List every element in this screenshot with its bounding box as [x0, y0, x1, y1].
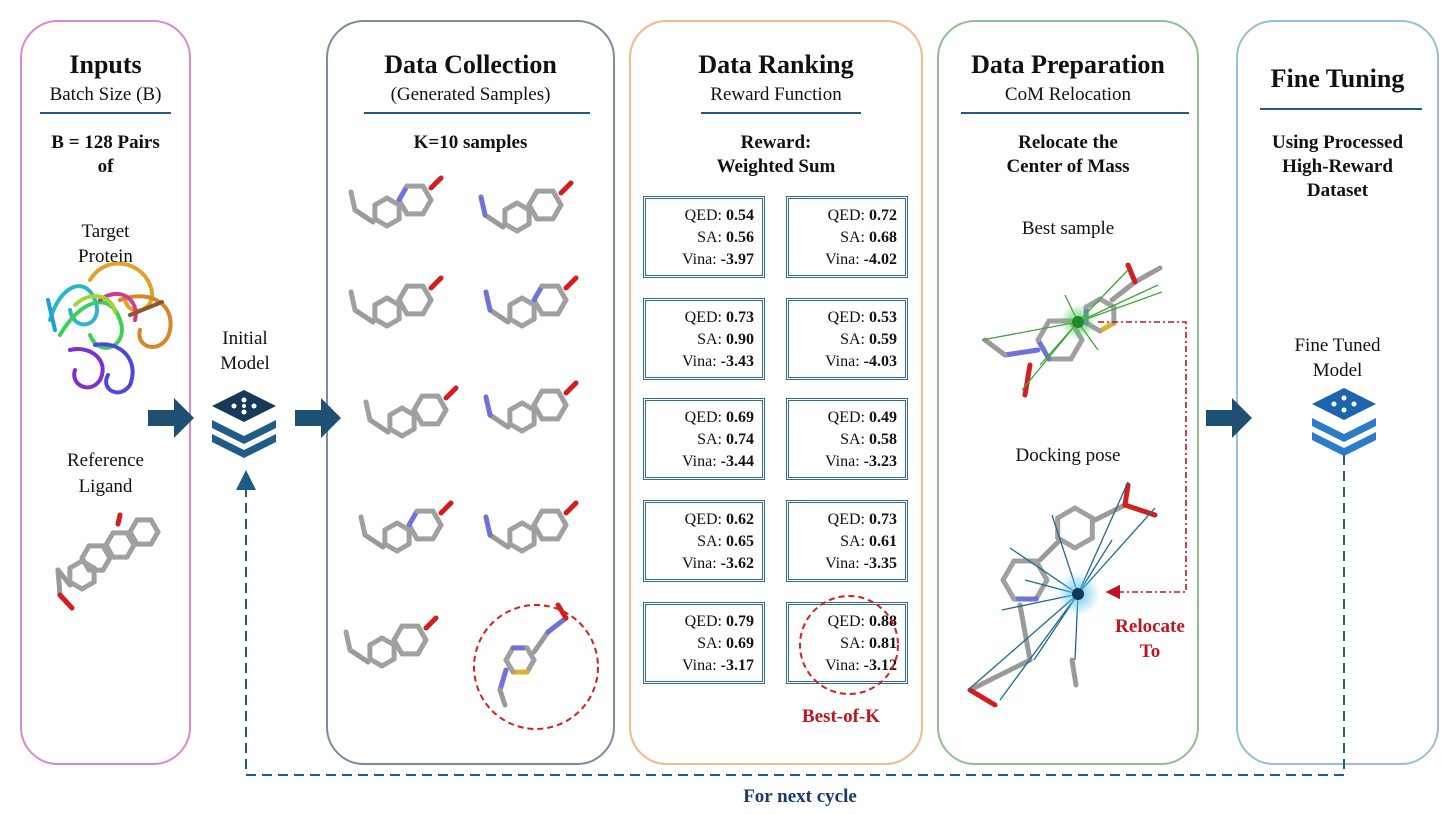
- best-card-highlight: [799, 595, 899, 695]
- reward-card-sa: SA: 0.58: [840, 431, 897, 448]
- fine-desc-line3: Dataset: [1306, 180, 1369, 201]
- ranking-subtitle: Reward Function: [710, 84, 842, 105]
- fine-desc-line1: Using Processed: [1271, 132, 1404, 153]
- arrow-prep-to-fine: [1206, 398, 1252, 438]
- inputs-subtitle: Batch Size (B): [49, 84, 162, 105]
- reward-card-sa: SA: 0.90: [697, 331, 754, 348]
- data-collection-panel: Data Collection (Generated Samples) K=10…: [326, 20, 615, 765]
- fine-tuning-divider: [1260, 108, 1422, 110]
- preparation-divider: [961, 112, 1189, 114]
- reward-card-qed: QED: 0.79: [684, 613, 754, 630]
- layers-stack-icon: [212, 390, 276, 458]
- best-of-k-label: Best-of-K: [801, 706, 881, 727]
- target-protein-line1: Target: [81, 221, 130, 242]
- arrow-inputs-to-model: [148, 398, 194, 438]
- samples-label: K=10 samples: [413, 132, 528, 153]
- reward-card-vina: Vina: -3.97: [682, 251, 754, 268]
- best-sample-label: Best sample: [1021, 218, 1115, 239]
- reward-card-sa: SA: 0.61: [840, 533, 897, 550]
- reward-card-vina: Vina: -3.12: [825, 657, 897, 674]
- fine-tuning-title: Fine Tuning: [1270, 64, 1405, 93]
- reward-card-qed: QED: 0.54: [684, 207, 754, 224]
- initial-model-line2: Model: [220, 353, 270, 374]
- ranking-divider: [701, 112, 861, 114]
- relocate-to-line1: Relocate: [1115, 616, 1185, 637]
- reward-card-vina: Vina: -4.03: [825, 353, 897, 370]
- data-ranking-panel: Data Ranking Reward Function Reward: Wei…: [629, 20, 923, 765]
- reward-card-qed: QED: 0.53: [827, 309, 897, 326]
- docking-pose-label: Docking pose: [1015, 445, 1121, 466]
- reference-ligand-line1: Reference: [67, 450, 144, 471]
- batch-size-line1: B = 128 Pairs: [51, 132, 160, 153]
- protein-structure-image: [46, 261, 173, 395]
- reward-card-qed: QED: 0.69: [684, 409, 754, 426]
- reward-card-qed: QED: 0.73: [827, 511, 897, 528]
- relocate-path: [1098, 321, 1187, 600]
- preparation-title: Data Preparation: [971, 50, 1165, 79]
- reward-card-vina: Vina: -3.44: [682, 453, 754, 470]
- reward-card-qed: QED: 0.72: [827, 207, 897, 224]
- reward-card-sa: SA: 0.59: [840, 331, 897, 348]
- inputs-title: Inputs: [69, 50, 142, 79]
- fine-desc-line2: High-Reward: [1282, 156, 1393, 177]
- reward-card-sa: SA: 0.68: [840, 229, 897, 246]
- data-preparation-panel: Data Preparation CoM Relocation Relocate…: [937, 20, 1199, 765]
- arrow-model-to-collection: [295, 398, 341, 438]
- reward-card-vina: Vina: -3.17: [682, 657, 754, 674]
- inputs-divider: [40, 112, 171, 114]
- reward-line1: Reward:: [740, 132, 812, 153]
- preparation-subtitle: CoM Relocation: [1004, 84, 1132, 105]
- reward-card-qed: QED: 0.49: [827, 409, 897, 426]
- inputs-panel: Inputs Batch Size (B) B = 128 Pairs of T…: [20, 20, 191, 765]
- best-sample-highlight: [473, 604, 599, 730]
- next-cycle-label: For next cycle: [743, 786, 857, 807]
- docking-com-point: [1072, 588, 1084, 600]
- fine-tuning-panel: Fine Tuning Using Processed High-Reward …: [1236, 20, 1439, 765]
- reward-card-sa: SA: 0.74: [697, 431, 754, 448]
- reward-card-qed: QED: 0.62: [684, 511, 754, 528]
- reward-line2: Weighted Sum: [716, 156, 836, 177]
- ranking-title: Data Ranking: [698, 50, 854, 79]
- reward-card-vina: Vina: -4.02: [825, 251, 897, 268]
- batch-size-line2: of: [97, 156, 114, 177]
- fine-model-line2: Model: [1312, 360, 1363, 381]
- reward-card-vina: Vina: -3.23: [825, 453, 897, 470]
- collection-subtitle: (Generated Samples): [390, 84, 551, 105]
- layers-stack-icon-fine: [1312, 388, 1376, 456]
- relocate-desc-line1: Relocate the: [1018, 132, 1118, 153]
- reward-card-vina: Vina: -3.62: [682, 555, 754, 572]
- reference-ligand-line2: Ligand: [78, 476, 133, 497]
- reward-card-sa: SA: 0.56: [697, 229, 754, 246]
- reward-card-qed: QED: 0.88: [827, 613, 897, 630]
- reward-card-vina: Vina: -3.43: [682, 353, 754, 370]
- reward-card-qed: QED: 0.73: [684, 309, 754, 326]
- reward-card-sa: SA: 0.81: [840, 635, 897, 652]
- next-cycle-loop: [236, 455, 1345, 776]
- relocate-desc-line2: Center of Mass: [1006, 156, 1130, 177]
- relocate-to-line2: To: [1139, 641, 1161, 662]
- initial-model-line1: Initial: [222, 328, 268, 349]
- reward-card-sa: SA: 0.69: [697, 635, 754, 652]
- best-sample-com-point: [1072, 316, 1084, 328]
- reward-card-sa: SA: 0.65: [697, 533, 754, 550]
- collection-divider: [364, 112, 590, 114]
- fine-model-line1: Fine Tuned: [1294, 335, 1381, 356]
- reward-card-vina: Vina: -3.35: [825, 555, 897, 572]
- collection-title: Data Collection: [384, 50, 557, 79]
- molecule-sketches: [55, 175, 1163, 708]
